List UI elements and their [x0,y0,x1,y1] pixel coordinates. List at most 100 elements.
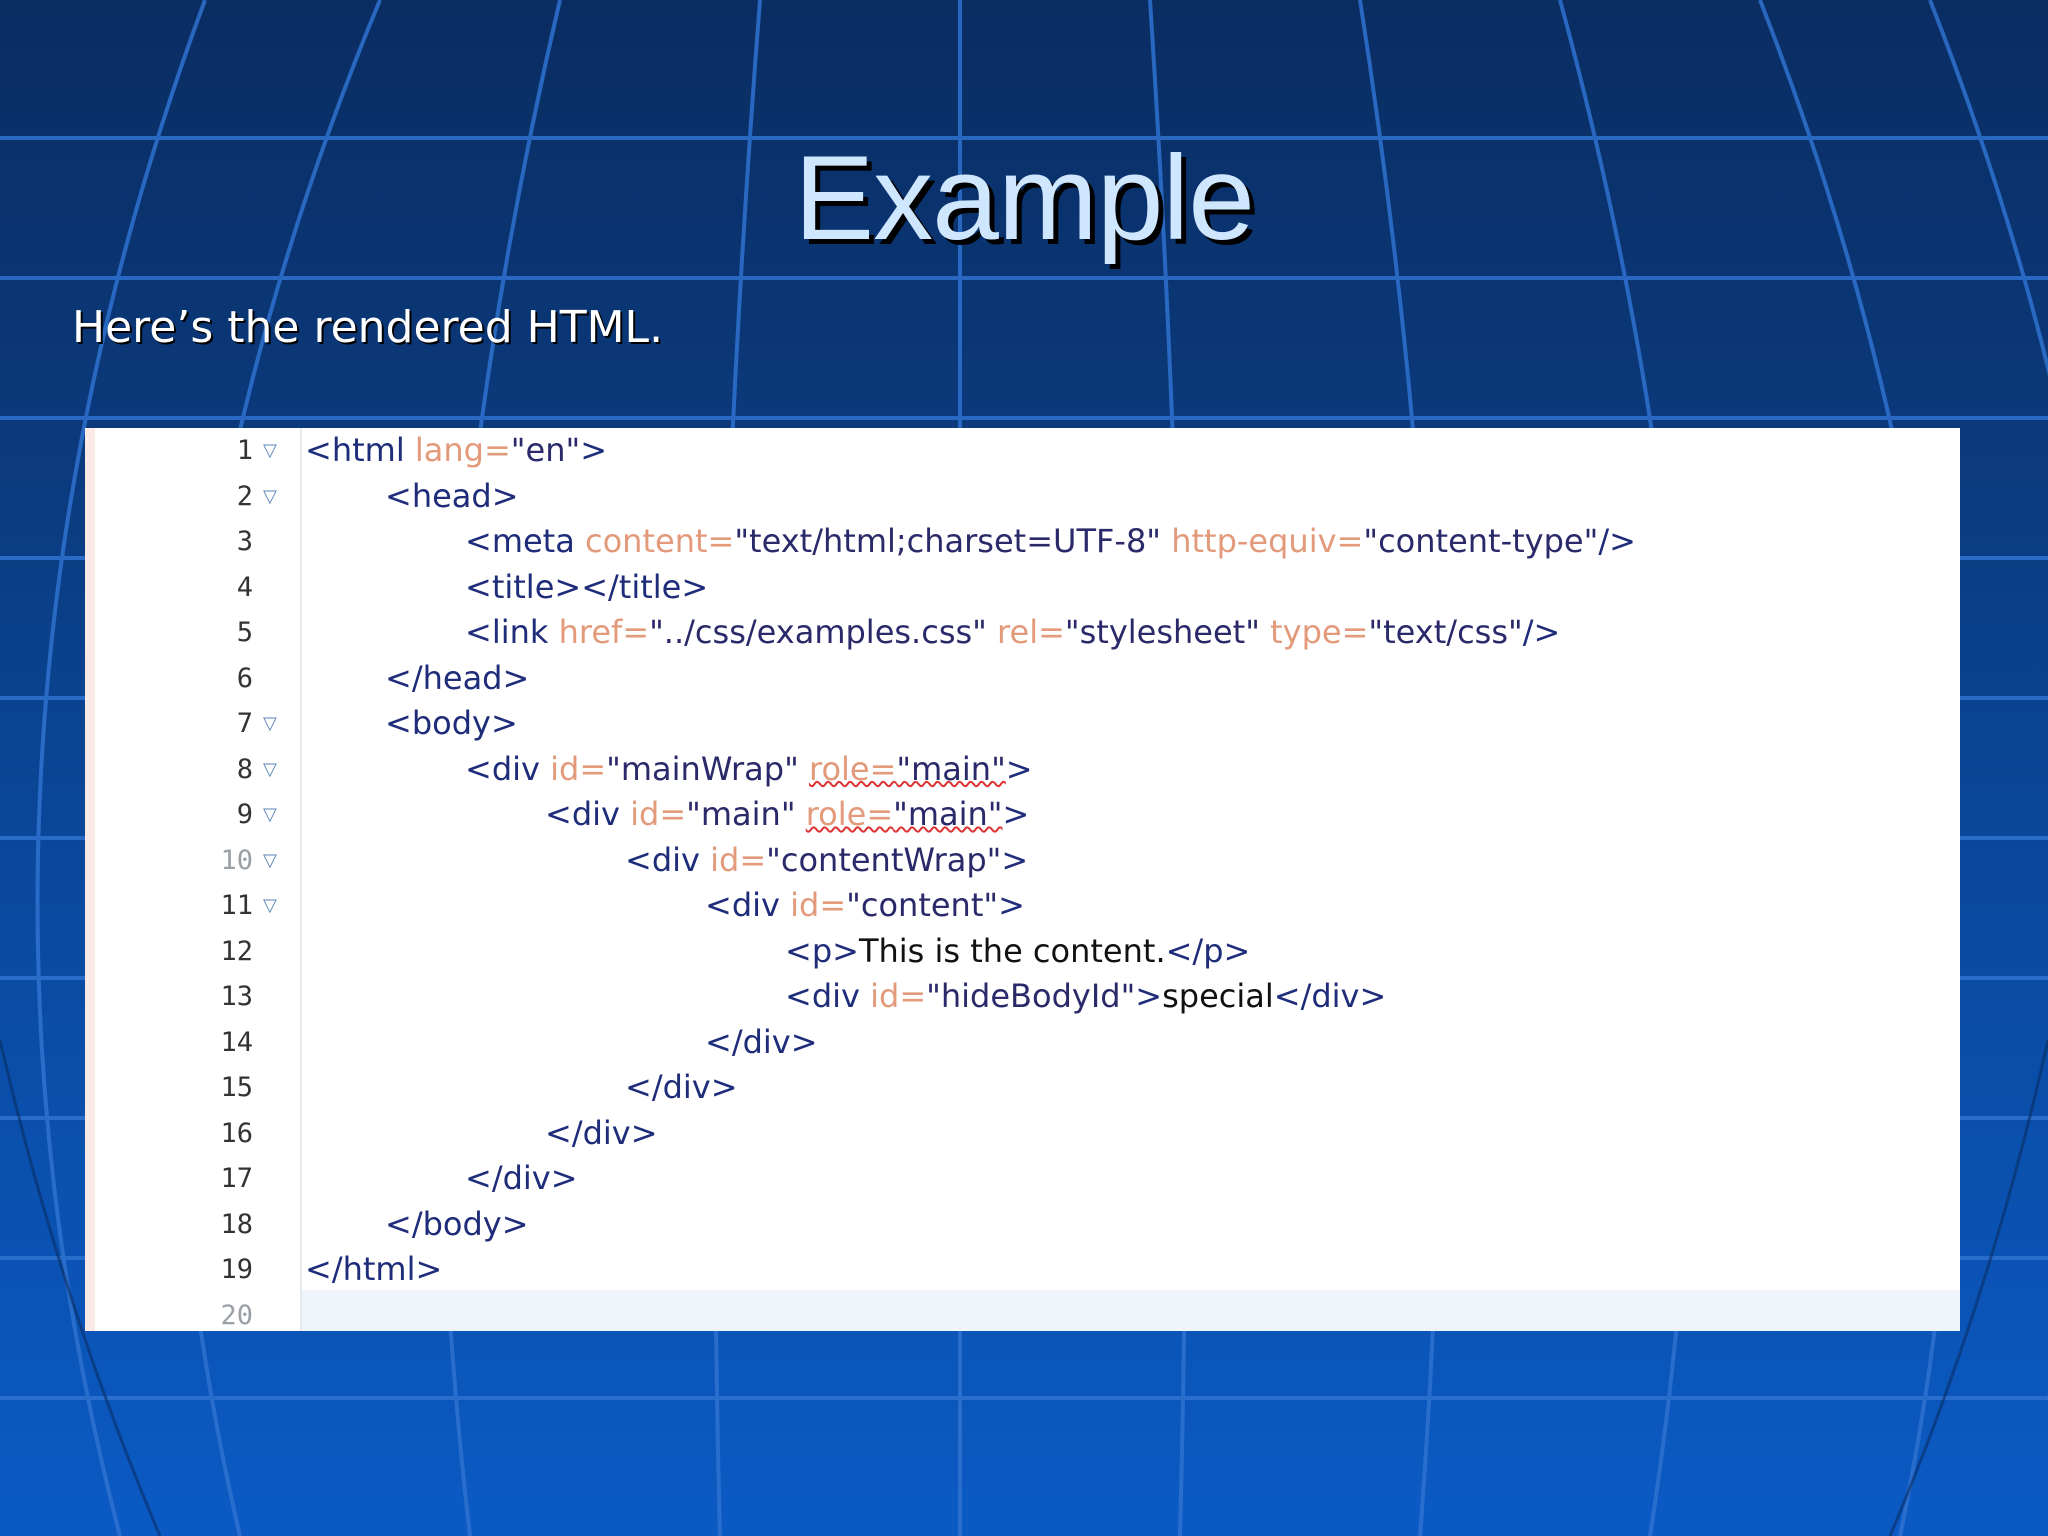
code-line: 8▽<div id="mainWrap" role="main"> [85,747,1960,793]
fold-triangle-icon[interactable]: ▽ [263,849,277,871]
code-token: role= [805,795,894,833]
line-number: 15 [220,1072,253,1103]
code-text: <div id="contentWrap"> [625,838,1028,884]
code-token: </p> [1165,931,1251,970]
line-number: 20 [220,1299,253,1331]
code-token: "main" [893,795,1003,833]
code-token: id= [550,749,607,788]
current-line-highlight [302,1290,1960,1331]
code-line: 12<p>This is the content.</p> [85,929,1960,975]
code-text: </body> [385,1202,529,1248]
fold-triangle-icon[interactable]: ▽ [263,804,277,825]
code-token: </head> [385,658,530,697]
code-token: "en" [510,431,581,469]
line-number: 7 [236,708,253,739]
code-token: id= [710,840,767,879]
code-token: <body> [385,704,518,742]
code-text: <body> [385,701,518,747]
fold-triangle-icon[interactable]: ▽ [263,713,277,734]
code-token: /> [1598,522,1636,560]
code-line: 18</body> [85,1202,1960,1248]
code-token: <div [465,749,551,788]
code-line: 3<meta content="text/html;charset=UTF-8"… [85,519,1960,565]
slide-subtitle: Here’s the rendered HTML. [72,302,664,353]
code-token: </div> [625,1068,738,1106]
code-line: 20 [85,1293,1960,1332]
code-token: <div [785,977,871,1015]
fold-triangle-icon[interactable]: ▽ [263,758,277,780]
code-token: id= [870,977,927,1015]
code-text: <div id="hideBodyId">special</div> [785,974,1386,1020]
code-token: > [1002,795,1030,833]
code-text: <meta content="text/html;charset=UTF-8" … [465,519,1636,565]
line-number: 6 [236,662,253,694]
code-line: 5<link href="../css/examples.css" rel="s… [85,610,1960,656]
code-token: <div [625,840,711,879]
code-token: > [1001,840,1029,879]
code-token: > [998,886,1025,924]
code-token: "../css/examples.css" [649,613,998,651]
code-text: <div id="main" role="main"> [545,792,1029,838]
line-number: 16 [220,1117,253,1149]
code-text: </head> [385,656,529,702]
line-number: 14 [220,1026,253,1058]
code-token: special [1162,977,1274,1015]
code-token: type= [1270,613,1369,651]
code-token: content= [585,522,735,560]
code-token: href= [558,613,650,651]
code-token: > [1135,977,1163,1015]
code-token: "text/css" [1368,613,1523,651]
code-line: 15 </div> [85,1065,1960,1111]
code-line: 17</div> [85,1156,1960,1202]
code-token: > [580,431,607,469]
code-text: </html> [305,1247,442,1293]
code-line: 2▽<head> [85,474,1960,520]
code-token: "content" [846,886,999,924]
fold-triangle-icon[interactable]: ▽ [263,895,277,916]
line-number: 5 [236,617,253,648]
code-text: <html lang="en"> [305,428,607,474]
code-text: <title></title> [465,565,708,611]
code-token: <html [305,431,415,469]
fold-triangle-icon[interactable]: ▽ [263,485,277,507]
line-number: 12 [220,935,253,967]
code-line: 16 </div> [85,1111,1960,1157]
code-token: <p> [785,931,859,970]
code-token: role= [808,749,897,788]
code-token: "stylesheet" [1064,613,1271,651]
code-token: > [1005,749,1033,788]
code-token: lang= [414,431,511,469]
code-token: <head> [385,476,519,515]
line-number: 10 [220,844,253,876]
line-number: 8 [236,753,253,785]
line-number: 11 [220,890,253,921]
code-token: <meta [465,522,585,560]
code-line: 13 <div id="hideBodyId">special</div> [85,974,1960,1020]
fold-triangle-icon[interactable]: ▽ [263,440,277,461]
code-line: 7 ▽ <body> [85,701,1960,747]
code-token: "main" [686,795,806,833]
code-line: 19</html> [85,1247,1960,1293]
code-token: <div [705,886,791,924]
code-left-margin [85,428,95,1331]
code-text: </div> [625,1065,738,1111]
code-token: <div [545,795,631,833]
line-number: 1 [236,435,253,466]
code-screenshot: 1▽<html lang="en">2▽<head>3<meta content… [85,428,1960,1331]
code-text: <div id="content"> [705,883,1025,929]
code-text: </div> [465,1156,578,1202]
code-token: </div> [545,1113,658,1152]
code-token: </div> [465,1159,578,1197]
code-token: /> [1522,613,1561,651]
code-token: id= [790,886,847,924]
code-line: 4<title></title> [85,565,1960,611]
code-token: "text/html;charset=UTF-8" [734,522,1172,560]
code-token: </div> [705,1022,818,1061]
code-line: 6 </head> [85,656,1960,702]
code-line: 14 </div> [85,1020,1960,1066]
code-token: id= [630,795,687,833]
line-number: 13 [220,981,253,1012]
line-number-gutter [95,428,302,1331]
code-token: </body> [385,1204,529,1243]
code-line: 9▽<div id="main" role="main"> [85,792,1960,838]
